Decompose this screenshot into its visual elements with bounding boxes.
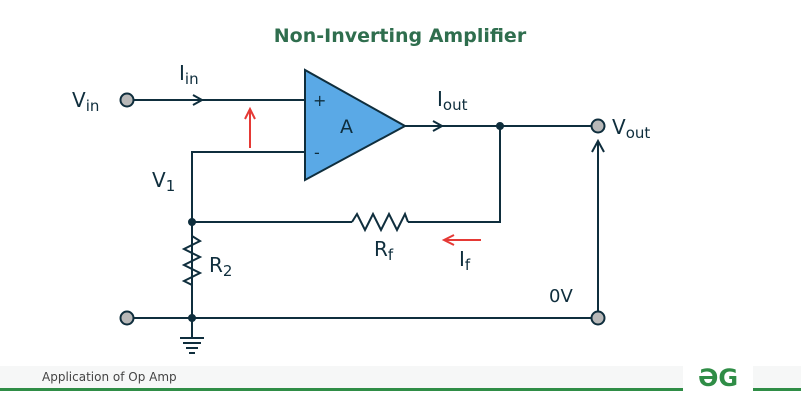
feedback-wire [192, 126, 501, 223]
v1-label: V1 [152, 168, 175, 195]
r2-label: R2 [209, 253, 232, 280]
zero-volt-label: 0V [549, 286, 573, 307]
vout-arrow-icon [591, 138, 605, 311]
feedback-node-wire [191, 151, 305, 318]
if-arrow-icon [441, 234, 481, 246]
resistor-rf [351, 211, 409, 233]
junction-dot [188, 218, 196, 226]
iin-label: Iin [179, 61, 199, 88]
footer-divider [0, 388, 801, 391]
rf-label: Rf [374, 237, 394, 264]
footer-caption: Application of Op Amp [42, 370, 177, 384]
ground-icon [180, 318, 204, 354]
iout-arrow-icon [432, 120, 445, 132]
minus-label: - [314, 143, 320, 162]
iout-label: Iout [437, 87, 468, 114]
junction-dot [188, 314, 196, 322]
op-amp-triangle [304, 68, 408, 182]
resistor-r2 [181, 235, 203, 286]
plus-label: + [313, 91, 326, 110]
vin-label: Vin [72, 88, 99, 115]
ground-terminal-left [119, 310, 135, 326]
vout-label: Vout [612, 115, 650, 142]
if-label: If [459, 247, 471, 274]
footer-bar [0, 366, 801, 388]
brand-logo: ƏG [683, 362, 753, 394]
iin-arrow-icon [192, 94, 205, 106]
junction-dot [496, 122, 504, 130]
diagram-title: Non-Inverting Amplifier [274, 25, 527, 47]
current-arrow-up-icon [244, 106, 256, 148]
amp-label: A [340, 116, 353, 138]
ground-terminal-right [590, 310, 606, 326]
vout-terminal [590, 118, 606, 134]
vin-terminal [119, 92, 135, 108]
